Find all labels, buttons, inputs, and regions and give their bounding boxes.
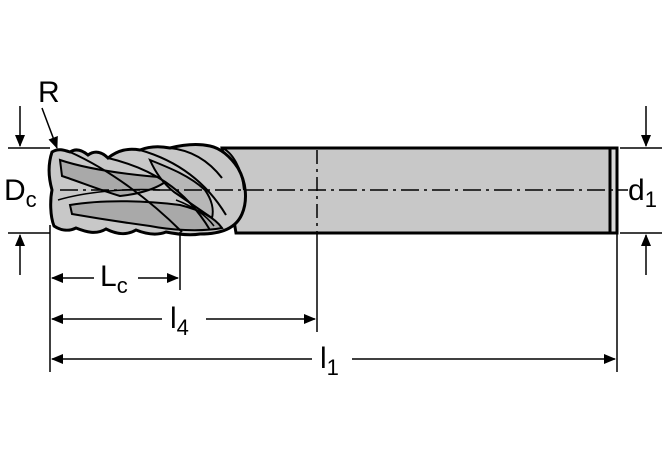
neck-curve [221, 147, 245, 191]
helix-edge [175, 199, 215, 227]
lc-label-sub: c [117, 273, 128, 298]
l1-label: l1 [320, 342, 339, 380]
lc-label: Lc [100, 260, 128, 298]
dc-label: Dc [4, 174, 37, 212]
flute-shade-2 [68, 200, 224, 232]
d1-label-sub: 1 [645, 187, 657, 212]
l4-label: l4 [170, 302, 189, 340]
helix-edge [57, 188, 161, 201]
d1-label-main: d [628, 174, 645, 207]
l4-label-sub: 4 [177, 315, 189, 340]
helix-edge [169, 147, 223, 179]
helix-edge [107, 157, 211, 231]
helix-edge [139, 149, 227, 216]
radius-leader-arrow [41, 107, 58, 149]
lc-label-main: L [100, 260, 117, 293]
dc-label-main: D [4, 174, 26, 207]
l1-label-sub: 1 [327, 355, 339, 380]
d1-label: d1 [628, 174, 657, 212]
l1-label-main: l [320, 342, 327, 375]
dc-label-sub: c [26, 187, 37, 212]
flute-shade-3 [148, 158, 214, 220]
l4-label-main: l [170, 302, 177, 335]
radius-label: R [38, 76, 60, 109]
helix-edge [69, 151, 183, 233]
